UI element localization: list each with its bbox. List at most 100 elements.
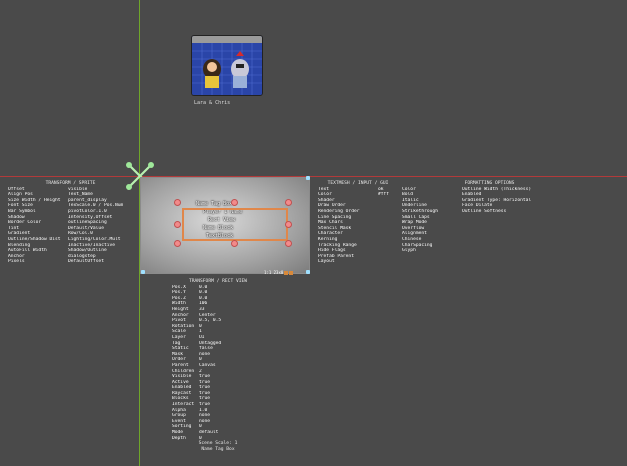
prop-value[interactable]: true <box>199 374 211 380</box>
panel-title: FORMATTING OPTIONS <box>464 181 515 186</box>
prop-key: Shader <box>318 197 335 203</box>
resize-handle[interactable] <box>174 199 181 206</box>
prop-value[interactable]: TexScale.0 / Pos.Num <box>68 203 124 209</box>
y-axis-line <box>139 0 140 466</box>
prop-value[interactable]: #fff <box>378 192 390 198</box>
prop-value[interactable]: Text_Name <box>68 192 93 198</box>
prop-value[interactable]: pivotColor.1.0 <box>68 208 107 214</box>
prop-key: Anchor <box>8 253 25 259</box>
prop-value[interactable]: 0.0 <box>199 290 208 296</box>
scene-label: Player 1 Name <box>203 209 243 215</box>
prop-key: Depth <box>172 435 186 441</box>
prop-value[interactable]: UI <box>199 334 205 340</box>
prop-value[interactable]: Shadow/Outline <box>68 248 107 254</box>
prop-key: Align Pos <box>8 192 33 198</box>
status-icon <box>284 271 289 275</box>
prop-key: Border Color <box>8 220 42 226</box>
prop-key: Offset <box>8 186 25 192</box>
scene-corner-handle[interactable] <box>306 176 310 180</box>
resize-handle[interactable] <box>231 240 238 247</box>
prop-value[interactable]: Inactive/Inactive <box>68 242 116 248</box>
prop-key: Pos.Z <box>172 295 186 301</box>
panel-title: TRANSFORM / RECT VIEW <box>188 279 248 284</box>
status-icon <box>289 271 294 275</box>
scene-label: TextBlock <box>206 233 234 239</box>
prop-value[interactable]: true <box>199 402 211 408</box>
prop-value[interactable]: Outline Width (Thickness) <box>462 186 532 192</box>
prop-value[interactable]: outlineSpacing <box>68 220 107 226</box>
prop-value[interactable]: 0 <box>199 357 202 363</box>
prop-key: Pixels <box>8 259 25 265</box>
prop-key: Alignment <box>402 231 427 237</box>
prop-value[interactable]: 2 <box>199 368 202 374</box>
prop-value[interactable]: DefaultOffset <box>68 259 104 265</box>
resize-handle[interactable] <box>174 240 181 247</box>
prop-value[interactable]: 0 <box>199 323 202 329</box>
resize-handle[interactable] <box>285 240 292 247</box>
prop-value[interactable]: true <box>199 390 211 396</box>
prop-value[interactable]: Center <box>199 312 216 318</box>
scene-status: 1:1 23x0 <box>264 270 294 275</box>
prop-value[interactable]: true <box>199 379 211 385</box>
scene-corner-handle[interactable] <box>306 270 310 274</box>
sprite-thumbnail[interactable] <box>191 35 263 96</box>
prop-value[interactable]: Outline Softness <box>462 208 507 214</box>
prop-value[interactable]: parent_display <box>68 197 107 203</box>
prop-key: Blending <box>8 242 31 248</box>
prop-value[interactable]: Default/Value <box>68 225 104 231</box>
scene-label: Name Block <box>203 225 234 231</box>
sprite-thumbnail-icon <box>192 36 262 95</box>
prop-key: Children <box>172 368 195 374</box>
prop-key: Gradient <box>8 231 31 237</box>
sprite-caption: Lara & Chris <box>194 100 231 106</box>
prop-value[interactable]: Canvas <box>199 362 216 368</box>
prop-key: Tint <box>8 225 20 231</box>
prop-value[interactable]: 0.5, 0.5 <box>199 318 222 324</box>
prop-key: Height <box>172 306 189 312</box>
prop-key: Underline <box>402 203 427 209</box>
prop-value[interactable]: default <box>199 430 219 436</box>
prop-key: Kerning <box>318 236 338 242</box>
prop-value[interactable]: Lighting/Color.Mult <box>68 236 121 242</box>
prop-key: Mode <box>172 430 184 436</box>
prop-value[interactable]: 1.0 <box>199 407 208 413</box>
prop-value[interactable]: visible <box>68 186 88 192</box>
prop-value[interactable]: Enabled <box>462 192 482 198</box>
prop-value[interactable]: Untagged <box>199 340 222 346</box>
resize-handle[interactable] <box>174 221 181 228</box>
resize-handle[interactable] <box>285 221 292 228</box>
prop-value[interactable]: 106 <box>199 301 208 307</box>
prop-value[interactable]: Gradient Type: Horizontal <box>462 197 532 203</box>
prop-key: Visible <box>172 374 192 380</box>
prop-key: Pivot <box>172 318 186 324</box>
scene-preview[interactable] <box>140 177 310 274</box>
prop-value[interactable]: Row/Col.0 <box>68 231 93 237</box>
prop-key: Rotation <box>172 323 195 329</box>
prop-value[interactable]: 1 <box>199 329 202 335</box>
selection-rect[interactable] <box>182 208 288 241</box>
scene-corner-handle[interactable] <box>141 270 145 274</box>
prop-key: Scale <box>172 329 186 335</box>
prop-value[interactable]: ok <box>378 186 384 192</box>
prop-value[interactable]: true <box>199 385 211 391</box>
resize-handle[interactable] <box>285 199 292 206</box>
panel-footer: Scene Scale: 1 <box>198 441 238 447</box>
prop-value[interactable]: none <box>199 413 211 419</box>
prop-value[interactable]: Face Dilate <box>462 203 493 209</box>
prop-value[interactable]: 0.0 <box>199 295 208 301</box>
resize-handle[interactable] <box>231 199 238 206</box>
prop-value[interactable]: 0 <box>199 435 202 441</box>
prop-value[interactable]: Intensity,Offset <box>68 214 113 220</box>
prop-value[interactable]: true <box>199 396 211 402</box>
prop-value[interactable]: 0.0 <box>199 284 208 290</box>
prop-value[interactable]: none <box>199 418 211 424</box>
prop-value[interactable]: none <box>199 351 211 357</box>
prop-key: Bar Symbol <box>8 208 36 214</box>
prop-value[interactable]: dialogstep <box>68 253 96 259</box>
panel-title: TRANSFORM / SPRITE <box>45 181 96 186</box>
left-properties-panel: TRANSFORM / SPRITE Offset visible Align P… <box>8 181 133 265</box>
prop-value[interactable]: 0 <box>199 424 202 430</box>
prop-value[interactable]: false <box>199 346 213 352</box>
prop-value[interactable]: 33 <box>199 306 205 312</box>
